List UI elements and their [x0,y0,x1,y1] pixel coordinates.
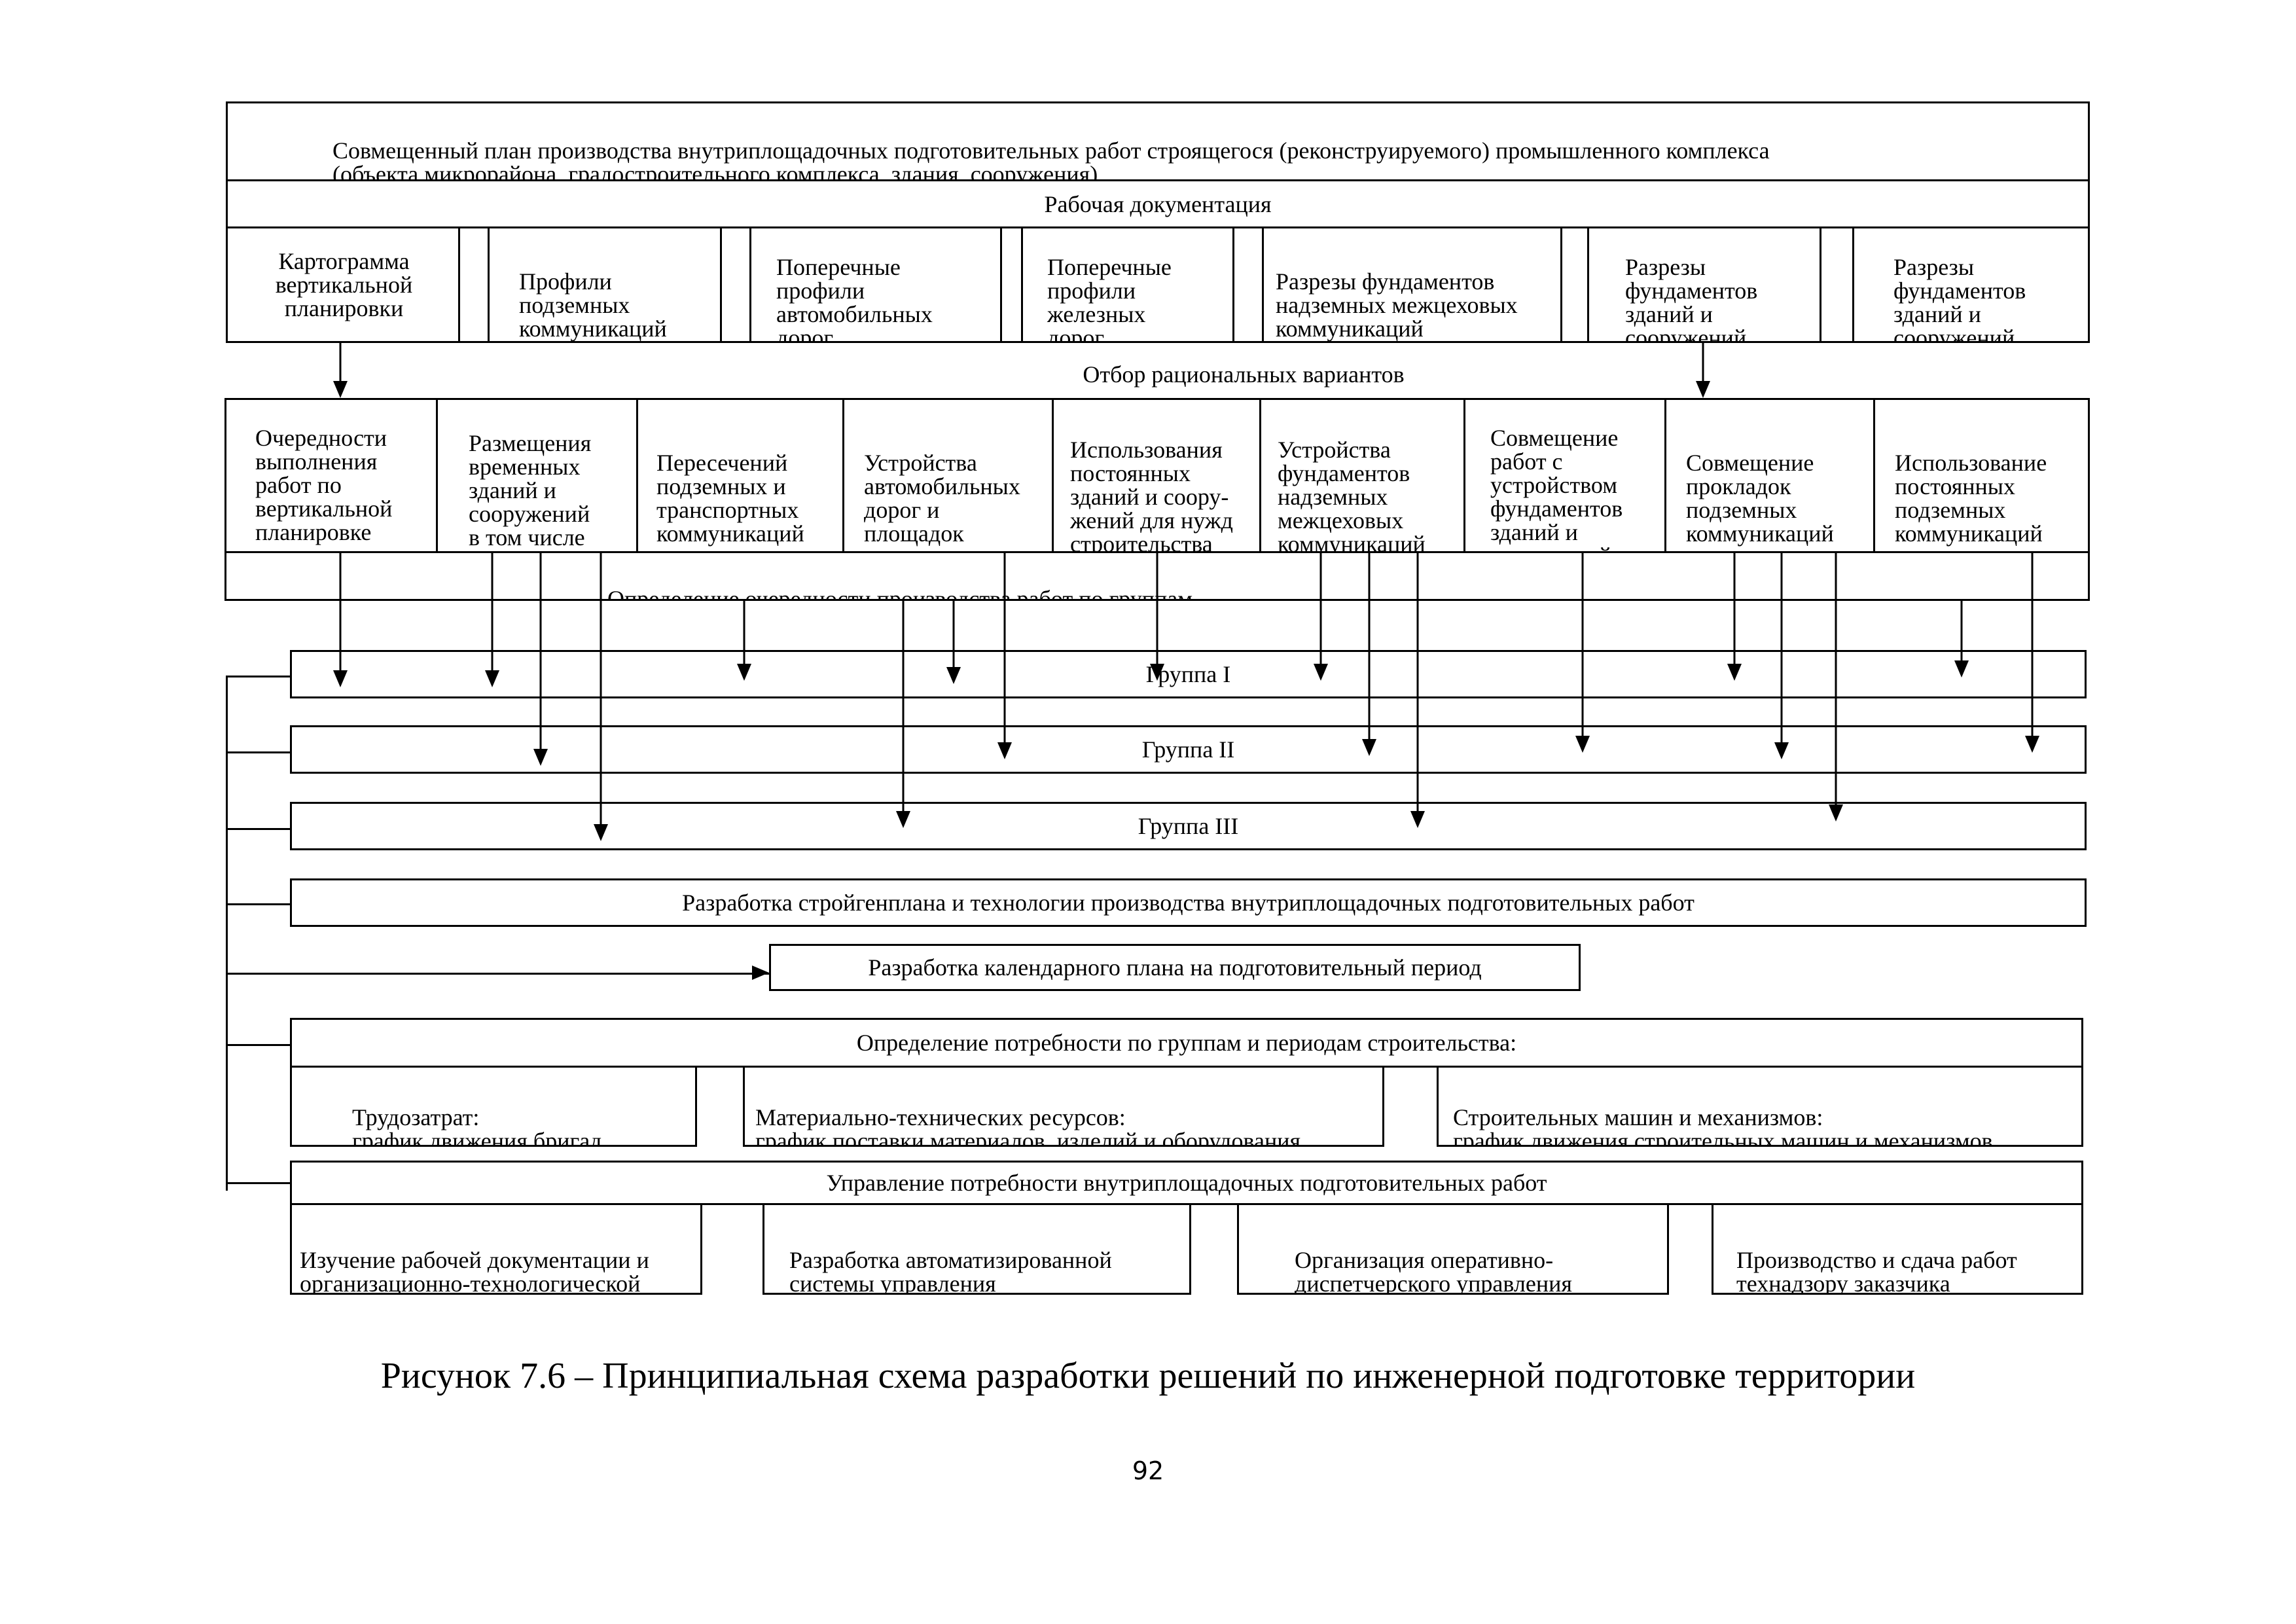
doc-separator [1587,226,1589,343]
management-automation: Разработка автоматизированной системы уп… [762,1203,1191,1295]
variant-roads: Устройства автомобильных дорог и площадо… [842,398,1054,553]
variant-permanent-buildings: Использования постоянных зданий и соору-… [1052,398,1261,553]
arrow-head [997,742,1012,759]
feedback-branch [226,676,291,677]
doc-separator [1852,226,1854,343]
variant-vertical-order: Очередности выполнения работ по вертикал… [224,398,438,553]
arrow-head [1410,811,1425,828]
working-docs-text: Рабочая документация [1044,190,1272,217]
doc-separator [1560,226,1562,343]
doc-separator [488,226,490,343]
group-2-box: Группа II [290,725,2087,774]
management-box: Управление потребности внутриплощадочных… [290,1161,2083,1205]
needs-box: Определение потребности по группам и пер… [290,1018,2083,1068]
title-box: Совмещенный план производства внутриплощ… [226,101,2090,181]
doc-separator [458,226,460,343]
doc-building-foundations-1: Разрезы фундаментов зданий и сооружений [1625,254,1758,343]
feedback-branch [226,903,291,905]
doc-separator [1000,226,1002,343]
doc-overhead-foundations: Разрезы фундаментов надземных межцеховых… [1276,268,1518,342]
feedback-branch [226,751,291,753]
stroygenplan-box: Разработка стройгенплана и технологии пр… [290,878,2087,927]
needs-materials: Материально-технических ресурсов: график… [743,1066,1384,1147]
arrow-head [333,670,348,687]
doc-separator [1820,226,1821,343]
arrow-head [333,381,348,398]
arrow-head [2025,736,2039,753]
docs-row [226,226,2090,343]
variant-overhead-foundations: Устройства фундаментов надземных межцехо… [1259,398,1465,553]
group-1-box: Группа I [290,650,2087,698]
management-dispatch: Организация оперативно- диспетчерского у… [1237,1203,1669,1295]
selection-label: Отбор рациональных вариантов [1083,361,1405,388]
management-study-docs: Изучение рабочей документации и организа… [290,1203,702,1295]
doc-building-foundations-2: Разрезы фундаментов зданий и сооружений [1893,254,2026,343]
arrow-head [1575,736,1590,753]
feedback-line [226,676,228,1191]
title-text: Совмещенный план производства внутриплощ… [332,137,1770,181]
calendar-plan-box: Разработка календарного плана на подгото… [769,944,1581,991]
feedback-branch [226,1182,291,1184]
feedback-branch [226,973,769,975]
doc-separator [1021,226,1023,343]
variant-permanent-underground: Использование постоянных подземных комму… [1873,398,2090,553]
feedback-branch [226,828,291,830]
doc-separator [749,226,751,343]
arrow-head [594,824,608,841]
arrow-head [533,749,548,766]
arrow-head [737,664,751,681]
arrow-head [1954,660,1969,677]
feedback-branch [226,1044,291,1046]
doc-underground-profiles: Профили подземных коммуникаций [519,268,667,342]
management-handover: Производство и сдача работ технадзору за… [1712,1203,2083,1295]
doc-separator [1262,226,1264,343]
doc-separator [1232,226,1234,343]
arrow-head [485,670,499,687]
doc-vertical-planning: Картограмма вертикальной планировки [226,226,460,343]
arrow-head [946,667,961,684]
arrow-head [1362,739,1376,756]
doc-railway-profiles: Поперечные профили железных дорог [1047,254,1172,343]
needs-machines: Строительных машин и механизмов: график … [1437,1066,2083,1147]
arrow-head [752,965,769,980]
arrow-head [1727,664,1742,681]
variant-combined-underground: Совмещение прокладок подземных коммуника… [1664,398,1875,553]
page-number: 92 [1132,1456,1164,1485]
arrow-head [1774,742,1789,759]
doc-separator [720,226,722,343]
arrow-head [1314,664,1328,681]
needs-labor: Трудозатрат: график движения бригад [290,1066,697,1147]
group-3-box: Группа III [290,802,2087,850]
variant-combined-foundations: Совмещение работ с устройством фундамент… [1463,398,1666,553]
arrow-head [896,811,910,828]
variant-temporary-buildings: Размещения временных зданий и сооружений… [436,398,638,553]
doc-road-profiles: Поперечные профили автомобильных дорог [776,254,933,343]
arrow-head [1150,664,1164,681]
arrow-head [1829,804,1843,821]
figure-caption: Рисунок 7.6 – Принципиальная схема разра… [380,1356,1916,1396]
arrow-head [1696,381,1710,398]
